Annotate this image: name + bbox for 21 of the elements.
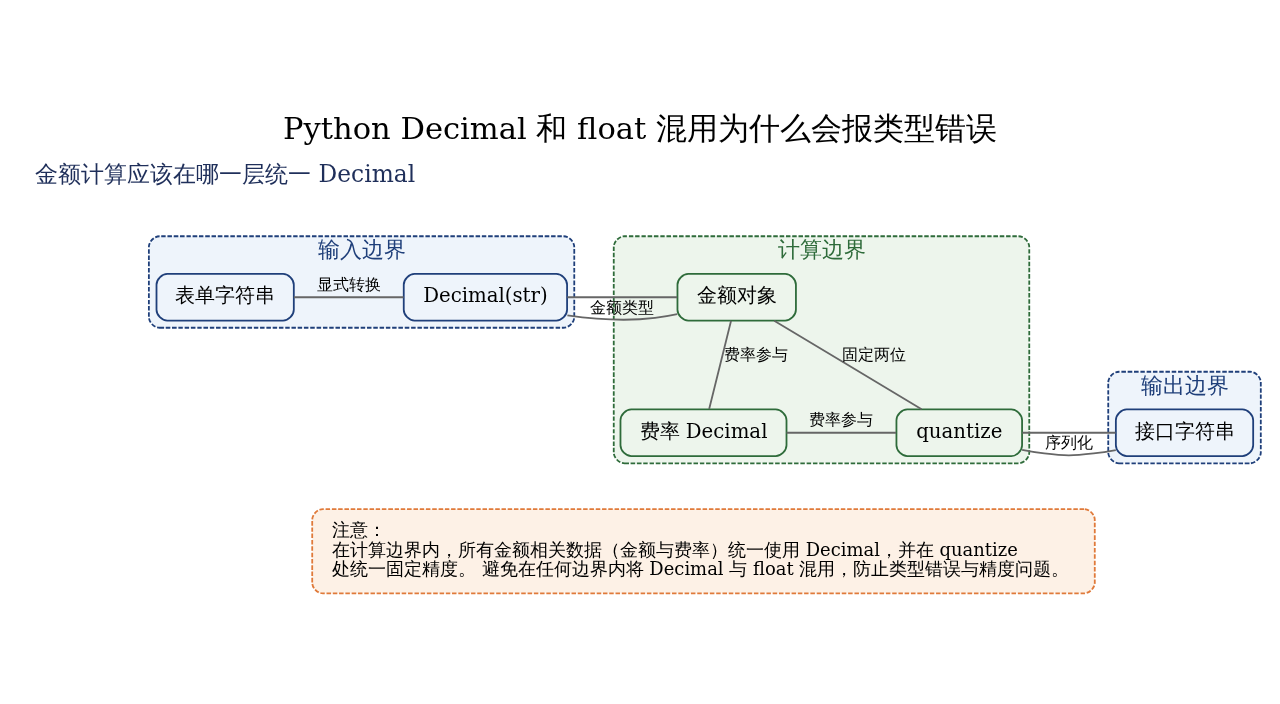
connector <box>785 431 897 434</box>
edge-label: 序列化 <box>1044 433 1093 453</box>
node-box: 金额对象 <box>676 273 797 322</box>
edge-label: 费率参与 <box>809 410 874 430</box>
connector <box>293 296 405 299</box>
connector <box>708 319 732 410</box>
edge-label: 费率参与 <box>723 344 788 364</box>
node-box: 表单字符串 <box>155 273 295 322</box>
edge-label: 固定两位 <box>841 344 906 364</box>
connector <box>566 296 679 321</box>
edge-label: 显式转换 <box>316 274 381 294</box>
edge-label: 金额类型 <box>590 297 655 317</box>
diagram-title: Python Decimal 和 float 混用为什么会报类型错误 <box>283 110 997 146</box>
node-box: 接口字符串 <box>1114 408 1255 457</box>
node-box: Decimal(str) <box>402 273 568 322</box>
node-box: quantize <box>895 408 1023 457</box>
connector <box>1021 431 1117 457</box>
node-box: 注意： 在计算边界内，所有金额相关数据（金额与费率）统一使用 Decimal，并在 quantize 处统一固定精度。 避免在任何边界内将 Decimal 与 float 混用，防止类型错误与精度问题。 <box>311 508 1096 595</box>
connector <box>773 319 923 411</box>
label: 金额计算应该在哪一层统一 Decimal <box>35 160 416 189</box>
node-box: 费率 Decimal <box>619 408 788 457</box>
